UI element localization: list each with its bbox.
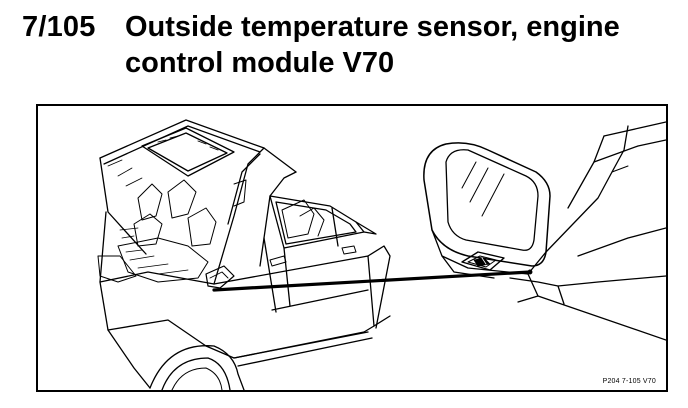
sunroof-icon xyxy=(141,127,235,177)
section-title-line-1: Outside temperature sensor, engine xyxy=(125,11,620,43)
front-wheel xyxy=(149,345,245,390)
leader-line xyxy=(212,269,533,292)
section-title-line-2: control module V70 xyxy=(125,47,395,79)
car-drawing xyxy=(97,119,391,390)
section-number: 7/105 xyxy=(22,11,96,43)
temperature-sensor-icon xyxy=(461,251,505,271)
illustration-frame: P204 7-105 V70 xyxy=(36,104,668,392)
section-heading: 7/105 Outside temperature sensor, engine… xyxy=(0,0,688,90)
car-mirror-illustration xyxy=(97,119,666,390)
figure-reference-code: P204 7-105 V70 xyxy=(602,378,656,385)
mirror-detail-drawing xyxy=(423,121,666,341)
car-side-mirror-icon xyxy=(205,265,235,289)
seat-outlines xyxy=(119,179,325,247)
